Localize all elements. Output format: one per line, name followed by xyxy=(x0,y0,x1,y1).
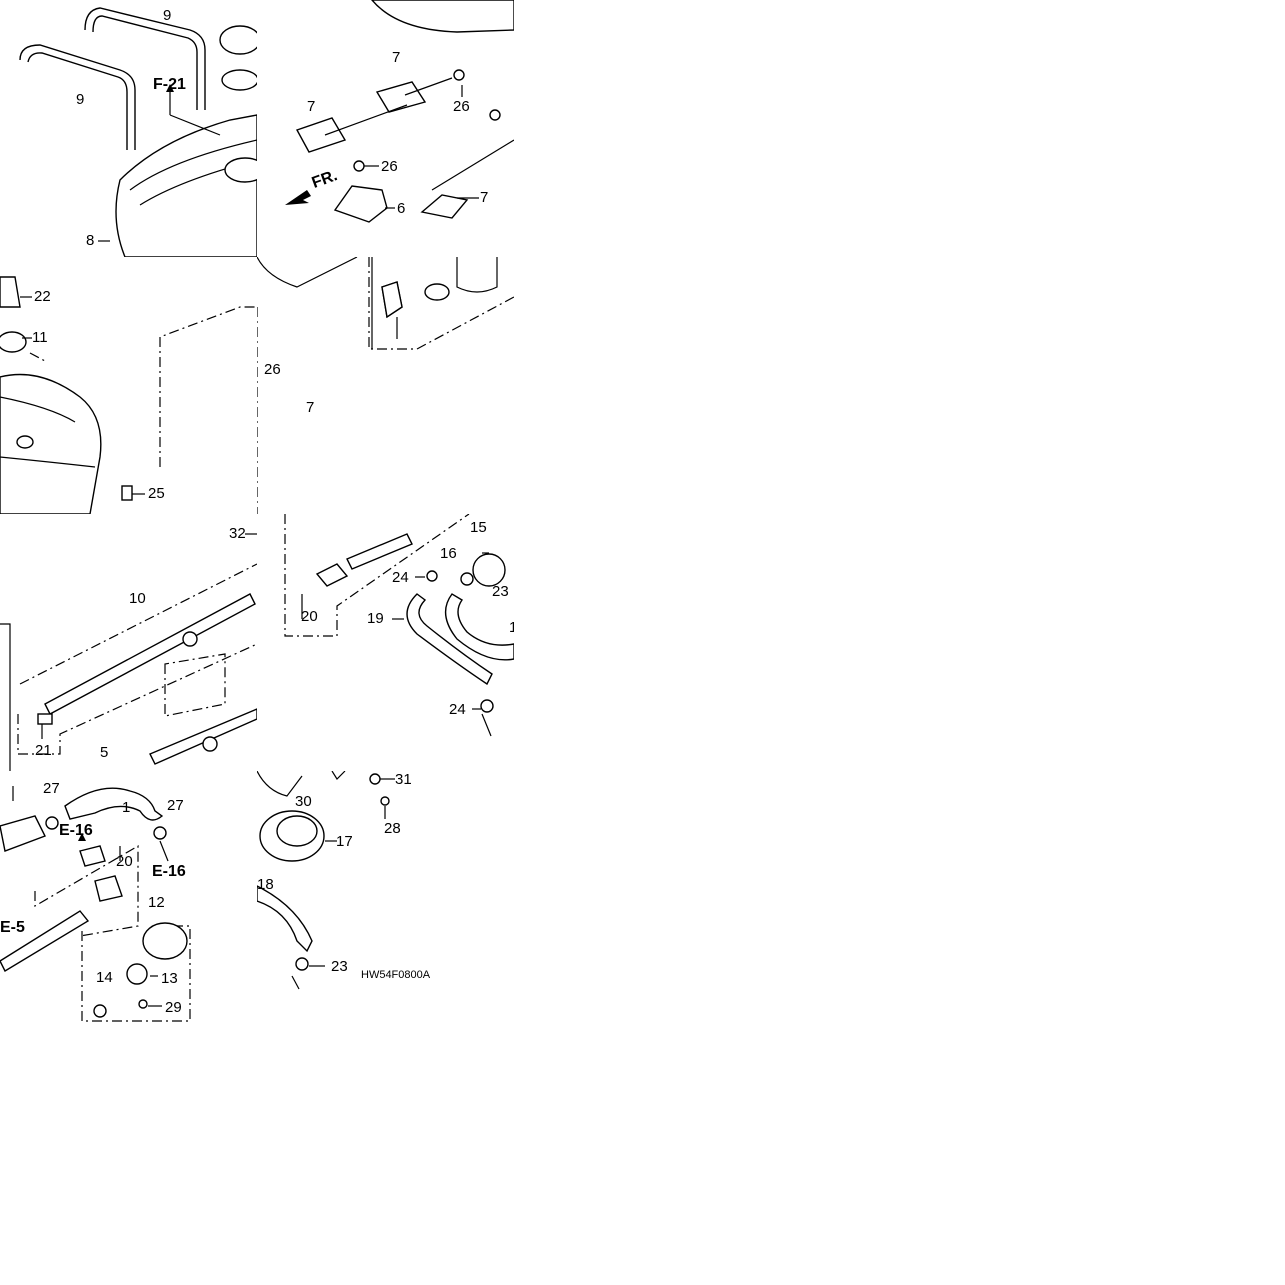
callout-26a: 26 xyxy=(453,98,470,115)
callout-10: 10 xyxy=(129,590,146,607)
callout-26b: 26 xyxy=(381,158,398,175)
tank-drawing xyxy=(0,276,257,514)
callout-24a: 24 xyxy=(392,569,409,586)
pads-drawing xyxy=(285,0,514,223)
callout-13: 13 xyxy=(161,970,178,987)
tile-filler-neck: 30 31 28 17 18 23 HW54F0800A xyxy=(257,771,514,1028)
callout-7c: 7 xyxy=(480,189,489,206)
diagram-code: HW54F0800A xyxy=(361,969,431,981)
callout-30: 30 xyxy=(295,793,312,810)
tile-hoses: 15 16 24 23 20 19 1 24 xyxy=(257,514,514,771)
lines-drawing xyxy=(0,533,257,771)
callout-32: 32 xyxy=(229,525,246,542)
callout-27a: 27 xyxy=(43,780,60,797)
callout-7b: 7 xyxy=(307,98,316,115)
ref-e5: E-5 xyxy=(0,919,25,936)
callout-17: 17 xyxy=(336,833,353,850)
callout-11: 11 xyxy=(32,329,48,346)
callout-16: 16 xyxy=(440,545,457,562)
ref-f21: F-21 xyxy=(153,76,186,93)
ref-e16b: E-16 xyxy=(152,863,186,880)
callout-26c: 26 xyxy=(264,361,281,378)
callout-20b: 20 xyxy=(116,853,133,870)
tile-pads: 7 7 26 26 6 7 FR. xyxy=(257,0,514,257)
callout-31: 31 xyxy=(395,771,412,788)
callout-28: 28 xyxy=(384,820,401,837)
callout-6: 6 xyxy=(397,200,406,217)
ref-e16a: E-16 xyxy=(59,822,93,839)
filler-drawing xyxy=(257,771,395,990)
callout-1a: 1 xyxy=(509,619,514,636)
callout-7a: 7 xyxy=(392,49,401,66)
callout-9b: 9 xyxy=(76,91,85,108)
handles-drawing xyxy=(19,7,257,257)
hoses-drawing xyxy=(284,514,514,737)
tile-sender xyxy=(257,257,514,357)
callout-18: 18 xyxy=(257,876,274,893)
tile-tank-body: 22 11 25 xyxy=(0,257,257,514)
callout-12: 12 xyxy=(148,894,165,911)
sender-drawing xyxy=(371,257,403,349)
callout-9a: 9 xyxy=(163,7,172,24)
callout-15: 15 xyxy=(470,519,487,536)
callout-23b: 23 xyxy=(331,958,348,975)
tile-fittings: 27 1 27 20 12 13 14 29 E-16 E-16 E-5 xyxy=(0,771,257,1028)
callout-27b: 27 xyxy=(167,797,184,814)
callout-21: 21 xyxy=(35,742,52,759)
callout-22: 22 xyxy=(34,288,51,305)
callout-19: 19 xyxy=(367,610,384,627)
callout-24b: 24 xyxy=(449,701,466,718)
callout-8: 8 xyxy=(86,232,95,249)
tile-handles-tank: 9 9 8 F-21 xyxy=(0,0,257,257)
callout-1b: 1 xyxy=(122,799,131,816)
callout-23a: 23 xyxy=(492,583,509,600)
callout-14: 14 xyxy=(96,969,113,986)
callout-25: 25 xyxy=(148,485,165,502)
callout-29: 29 xyxy=(165,999,182,1016)
fittings-drawing xyxy=(0,786,191,1022)
callout-7d: 7 xyxy=(306,399,315,416)
tile-fuel-lines: 32 10 21 5 xyxy=(0,514,257,771)
callout-5: 5 xyxy=(100,744,109,761)
callout-20a: 20 xyxy=(301,608,318,625)
